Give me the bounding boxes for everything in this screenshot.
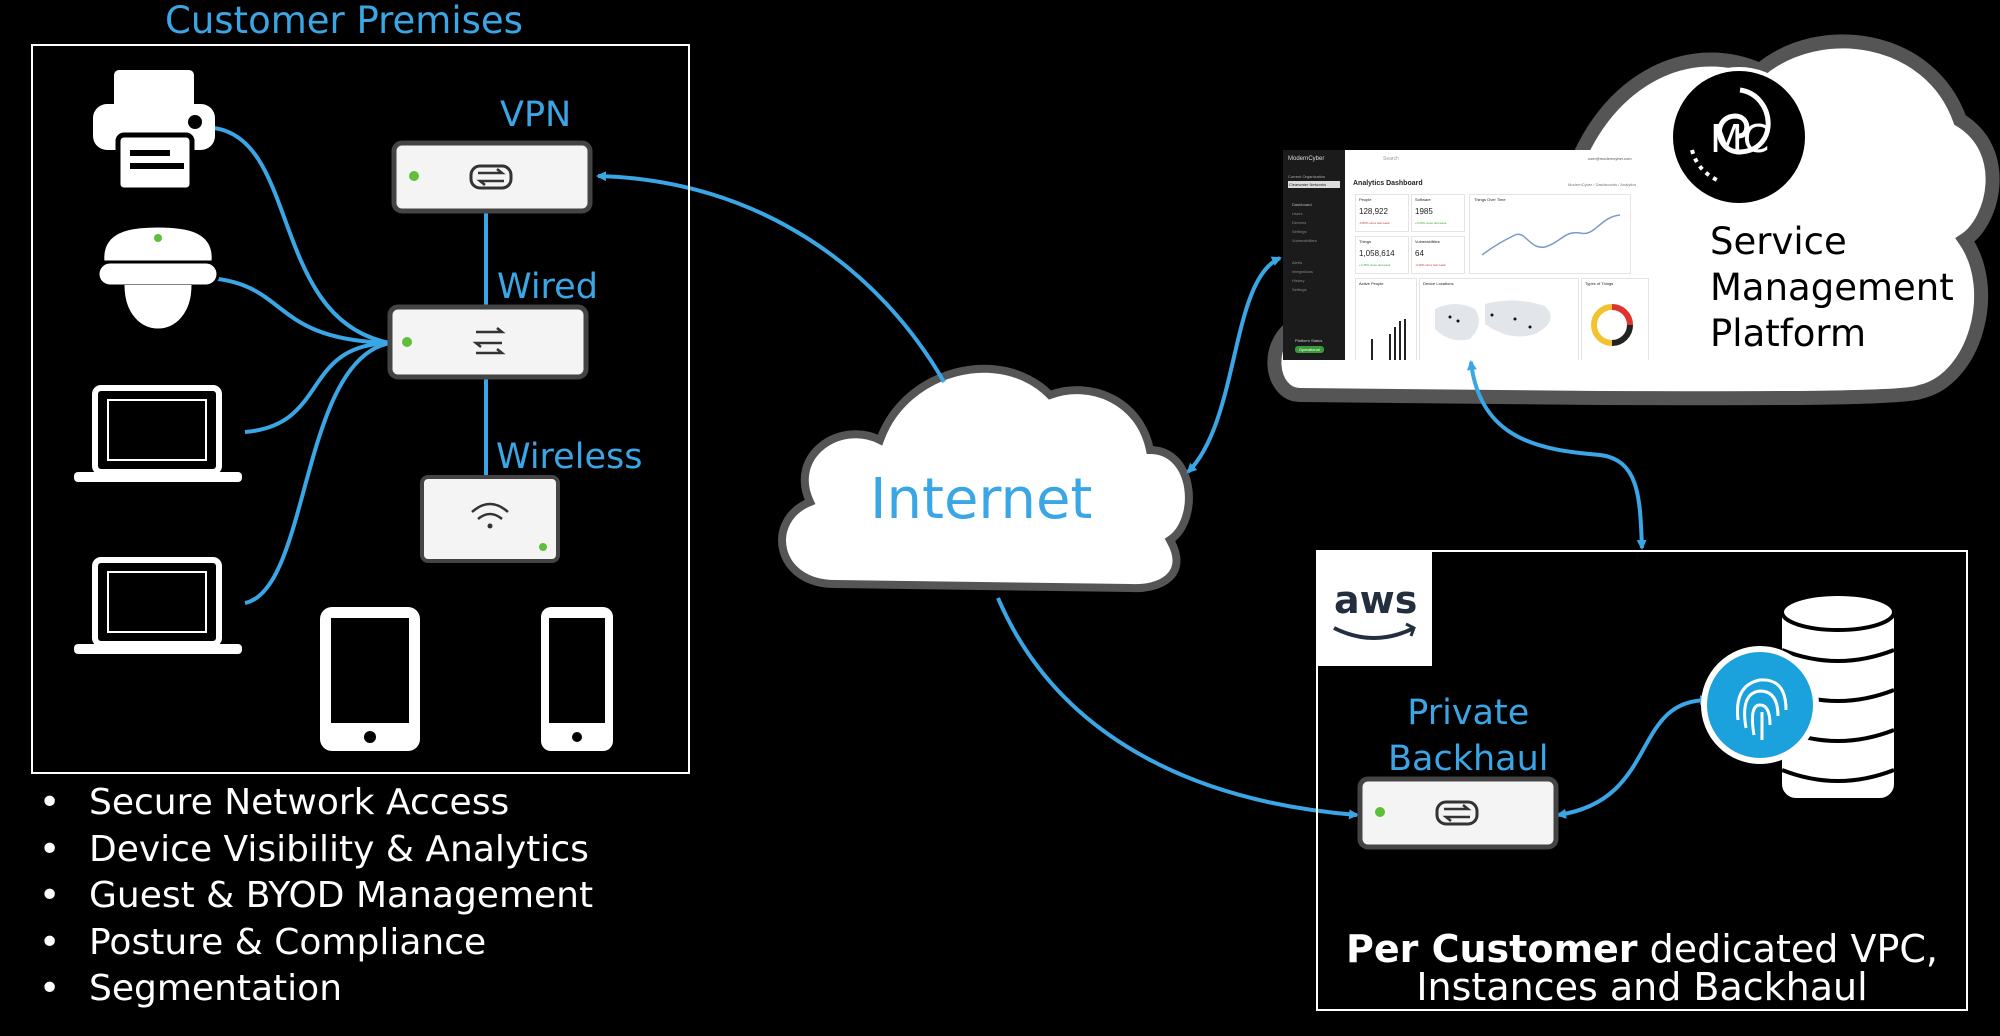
aws-caption: Per Customer dedicated VPC, Instances an… <box>1346 927 1938 1009</box>
internet-vpn-arrow <box>596 171 946 383</box>
aws-logo-text: aws <box>1334 578 1418 622</box>
camera-icon <box>96 224 220 332</box>
aws-smile-icon <box>1333 622 1416 640</box>
vpn-appliance <box>391 140 593 214</box>
wireless-ap <box>420 475 560 563</box>
private-backhaul-label: Private Backhaul <box>1388 693 1549 779</box>
org-select: Clearwater Networks <box>1288 181 1340 188</box>
stat-card-software: Software 1985 +0.50% since last week <box>1411 194 1465 232</box>
sidebar-item: Devices <box>1292 220 1307 225</box>
platform-title: Service Management Platform <box>1710 220 1954 355</box>
sidebar-item: Integrations <box>1292 269 1313 274</box>
device-locations-card: Device Locations <box>1419 278 1579 360</box>
aws-panel <box>1316 550 1968 1011</box>
aws-logo: aws <box>1316 552 1432 666</box>
list-item: •Device Visibility & Analytics <box>39 828 589 870</box>
dashboard-search: Search <box>1383 156 1399 162</box>
types-donut-chart <box>1591 304 1633 346</box>
stat-card-people: People 128,922 -0.85% since last week <box>1355 194 1409 232</box>
active-people-card: Active People <box>1355 278 1417 360</box>
platform-status-badge: Operational <box>1295 346 1324 353</box>
private-backhaul-appliance <box>1357 776 1559 850</box>
sidebar-item: Users <box>1292 211 1303 216</box>
list-item: •Posture & Compliance <box>39 921 487 963</box>
phone-icon <box>541 607 613 751</box>
dashboard-brand: ModernCyber <box>1288 156 1325 162</box>
types-of-things-card: Types of Things <box>1581 278 1649 360</box>
tablet-icon <box>320 607 420 751</box>
sidebar-item: Vulnerabilities <box>1292 238 1317 243</box>
things-over-time-card: Things Over Time <box>1469 194 1631 274</box>
org-label: Current Organization <box>1288 174 1326 179</box>
wired-switch <box>387 304 589 380</box>
fingerprint-icon <box>1701 646 1819 764</box>
customer-premises-title: Customer Premises <box>165 0 523 42</box>
sidebar-item: Dashboard <box>1292 202 1312 207</box>
stat-card-vulnerabilities: Vulnerabilities 64 -3.29% since last wee… <box>1411 236 1465 274</box>
wireless-label: Wireless <box>496 437 643 477</box>
arrows <box>596 171 1710 820</box>
list-item: •Secure Network Access <box>39 782 510 823</box>
internet-dashboard-arrow <box>1186 256 1282 474</box>
list-item: •Guest & BYOD Management <box>39 875 594 916</box>
wired-label: Wired <box>497 267 598 307</box>
device-connectors <box>209 126 391 605</box>
customer-premises-panel <box>31 44 690 774</box>
feature-list: •Secure Network Access •Device Visibilit… <box>35 780 593 1013</box>
internet-label: Internet <box>870 467 1093 532</box>
internet-cloud <box>778 364 1193 593</box>
stat-card-things: Things 1,058,614 +2.45% since last week <box>1355 236 1409 274</box>
active-people-bars <box>1371 319 1406 360</box>
things-line-chart <box>1481 214 1621 256</box>
device-locations-map <box>1435 300 1551 341</box>
laptop-icon-1 <box>74 385 242 482</box>
platform-aws-arrow <box>1466 360 1647 550</box>
internet-backhaul-arrow <box>996 597 1359 820</box>
mc-logo-icon <box>1669 67 1809 207</box>
vpn-label: VPN <box>500 95 572 135</box>
dashboard-title: Analytics Dashboard <box>1353 180 1423 187</box>
sidebar-item: Settings <box>1292 229 1307 234</box>
platform-status-label: Platform Status <box>1295 338 1323 343</box>
dashboard-user: user@moderncyber.com <box>1588 156 1632 161</box>
analytics-dashboard-screenshot: ModernCyber Current Organization Clearwa… <box>1283 150 1658 360</box>
backhaul-db-arrow <box>1556 695 1710 819</box>
sidebar-item: Settings <box>1292 287 1307 292</box>
list-item: •Segmentation <box>39 968 343 1009</box>
sidebar-item: History <box>1292 278 1305 283</box>
printer-icon <box>93 70 215 193</box>
laptop-icon-2 <box>74 557 242 654</box>
dashboard-sidebar: ModernCyber Current Organization Clearwa… <box>1283 150 1345 360</box>
mc-logo-text: MC <box>1710 117 1770 161</box>
database-icon <box>1778 592 1898 802</box>
sidebar-item: Alerts <box>1292 260 1303 265</box>
dashboard-breadcrumb: ModernCyber / Dashboards / Analytics <box>1568 182 1637 187</box>
